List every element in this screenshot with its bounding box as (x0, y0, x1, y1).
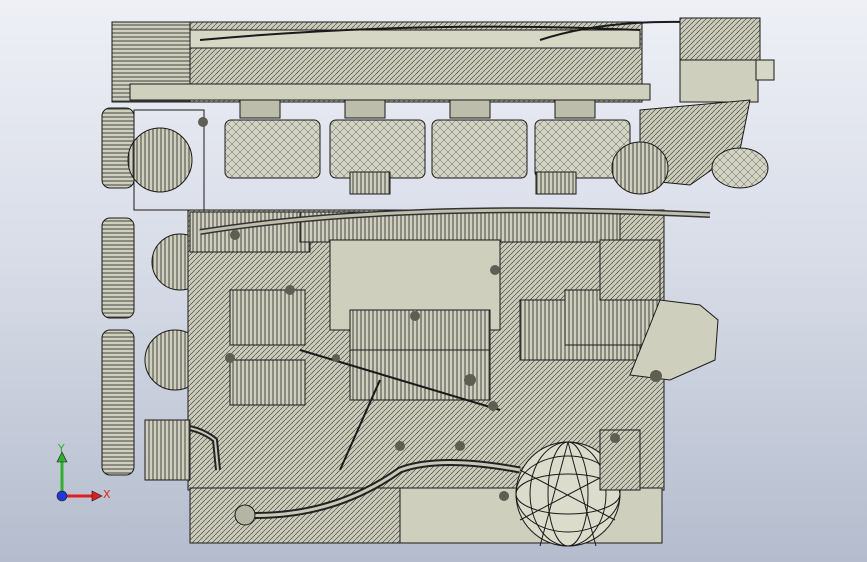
z-axis-icon (56, 490, 68, 502)
timing-belt (101, 107, 135, 189)
bolts (198, 117, 662, 501)
cam-bolts (239, 99, 596, 119)
x-axis-label: X (103, 488, 111, 501)
y-axis-label: Y (58, 442, 65, 455)
triad-graphic (56, 451, 103, 502)
oil-filter (515, 441, 621, 547)
intake-runners (224, 119, 631, 179)
axis-triad: Y X (48, 440, 118, 510)
engine-model (101, 17, 775, 547)
